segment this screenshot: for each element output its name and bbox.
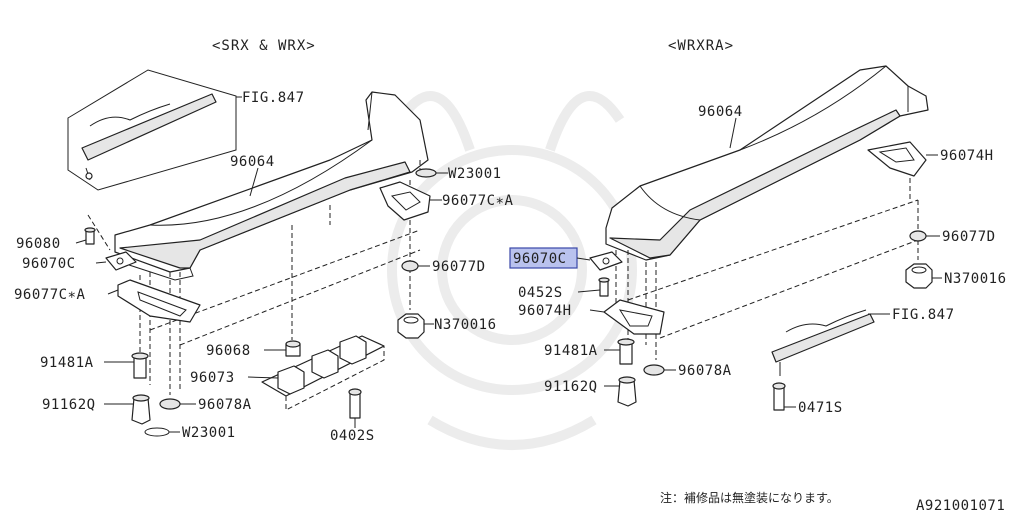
leader-96064-right — [729, 117, 737, 149]
clip-96070c-left — [105, 251, 137, 271]
label-96077ca-right: 96077C∗A — [442, 193, 514, 209]
label-96077ca-left: 96077C∗A — [14, 287, 86, 303]
diagram-reference-code: A921001071 — [916, 498, 1005, 512]
washer-w23001-top — [415, 168, 437, 178]
watermark-emblem — [387, 91, 637, 450]
label-91162q-right: 91162Q — [544, 379, 598, 395]
label-n370016-right: N370016 — [944, 271, 1007, 287]
washer-96077d-right — [909, 230, 927, 242]
label-96078a-left: 96078A — [198, 397, 252, 413]
nut-n370016-right — [905, 263, 933, 289]
label-w23001-bottom: W23001 — [182, 425, 236, 441]
spoiler-left — [114, 91, 429, 281]
bracket-96074h-top — [867, 141, 927, 177]
label-96064-left: 96064 — [230, 154, 275, 170]
label-96080: 96080 — [16, 236, 61, 252]
label-91481a-left: 91481A — [40, 355, 94, 371]
header-wrxra: <WRXRA> — [668, 38, 734, 54]
clip-91481a-right — [617, 338, 635, 365]
label-96073: 96073 — [190, 370, 235, 386]
footer-note: 注：補修品は無塗装になります。 — [660, 490, 839, 505]
label-96070c-right: 96070C — [513, 251, 567, 267]
label-fig847-right: FIG.847 — [892, 307, 955, 323]
label-96074h-left: 96074H — [518, 303, 572, 319]
header-srx-wrx: <SRX & WRX> — [212, 38, 316, 54]
screw-0452s — [598, 277, 610, 297]
label-91162q-left: 91162Q — [42, 397, 96, 413]
spoiler-right — [605, 65, 929, 261]
label-96077d-left: 96077D — [432, 259, 486, 275]
clip-91481a-left — [131, 352, 149, 379]
label-96078a-right: 96078A — [678, 363, 732, 379]
pad-96078a-left — [159, 398, 181, 410]
pad-set-96073 — [261, 335, 385, 411]
label-96074h-top: 96074H — [940, 148, 994, 164]
label-w23001-top: W23001 — [448, 166, 502, 182]
label-96064-right: 96064 — [698, 104, 743, 120]
clip-96070c-right — [589, 251, 623, 271]
clip-91162q-right — [617, 376, 637, 407]
label-96070c-left: 96070C — [22, 256, 76, 272]
fig847-right-part — [771, 309, 875, 376]
bracket-96077ca-upper — [379, 181, 431, 221]
washer-96077d-left — [401, 260, 419, 272]
clip-91162q-left — [131, 394, 151, 425]
screw-0402s — [348, 388, 362, 419]
pad-96078a-right — [643, 364, 665, 376]
bracket-96074h-lower — [603, 299, 665, 335]
label-0452s: 0452S — [518, 285, 563, 301]
label-n370016-left: N370016 — [434, 317, 497, 333]
fig847-left-inset — [67, 69, 242, 191]
washer-w23001-bottom — [144, 427, 170, 437]
screw-0471s — [772, 382, 786, 411]
bracket-96077ca-lower — [117, 279, 201, 323]
label-91481a-right: 91481A — [544, 343, 598, 359]
label-fig847-left: FIG.847 — [242, 90, 305, 106]
label-0471s: 0471S — [798, 400, 843, 416]
leader-96064-left — [249, 167, 259, 197]
nut-n370016-left — [397, 313, 425, 339]
label-96077d-right: 96077D — [942, 229, 996, 245]
label-96068: 96068 — [206, 343, 251, 359]
label-0402s: 0402S — [330, 428, 375, 444]
bolt-96080 — [84, 227, 96, 245]
